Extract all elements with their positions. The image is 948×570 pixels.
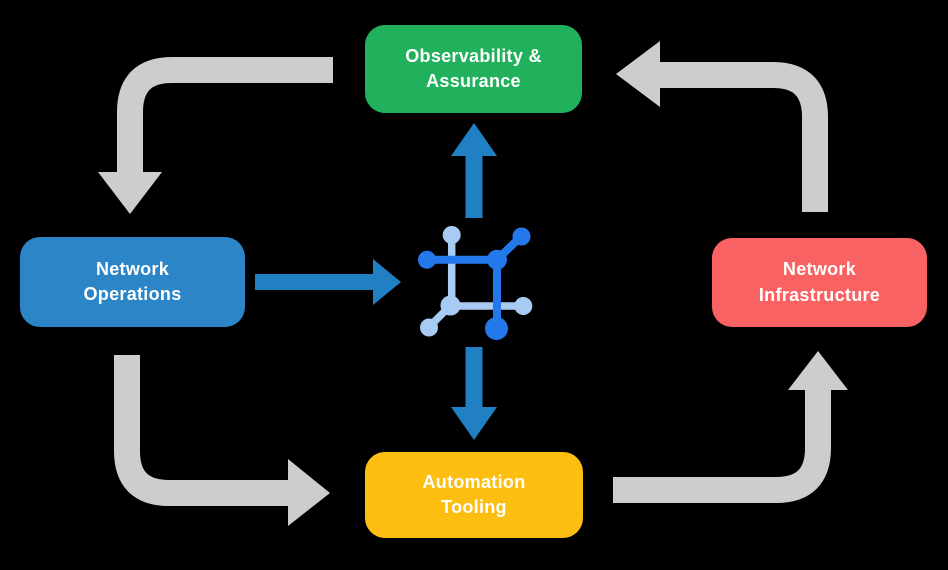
node-observability-assurance: Observability & Assurance xyxy=(365,25,582,113)
cycle-arrow-bottom-left xyxy=(114,355,330,526)
cycle-arrow-top-left xyxy=(98,57,333,214)
network-mesh-icon xyxy=(418,226,533,340)
node-label: Network Operations xyxy=(83,258,182,304)
node-network-infrastructure: Network Infrastructure xyxy=(712,238,927,327)
flow-arrow-center-to-automation xyxy=(451,347,497,440)
cycle-arrow-top-right xyxy=(616,41,828,212)
cycle-arrow-bottom-right xyxy=(613,351,848,503)
flow-arrow-operations-to-center xyxy=(255,259,401,305)
node-automation-tooling: Automation Tooling xyxy=(365,452,583,538)
flow-arrow-center-to-observability xyxy=(451,123,497,218)
node-network-operations: Network Operations xyxy=(20,237,245,327)
node-label: Observability & Assurance xyxy=(405,45,542,91)
node-label: Network Infrastructure xyxy=(758,259,881,305)
node-label: Automation Tooling xyxy=(422,471,526,517)
